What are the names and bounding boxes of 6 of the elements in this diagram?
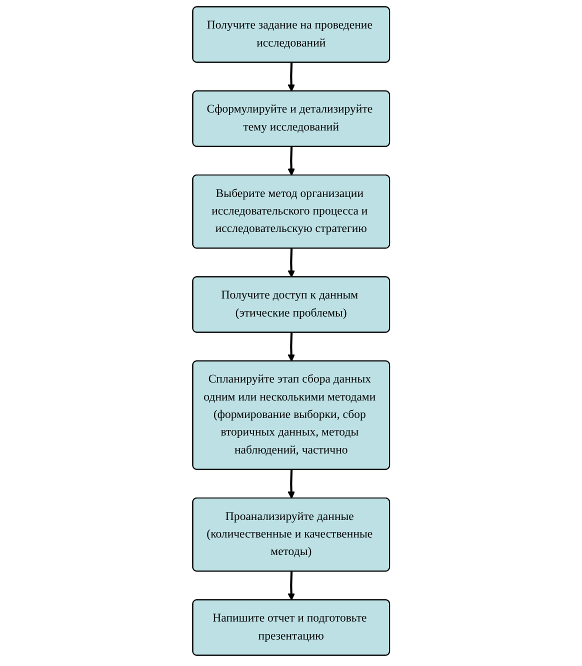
arrow <box>288 332 295 362</box>
arrow <box>288 248 295 278</box>
arrow <box>288 572 295 600</box>
arrow <box>288 470 295 499</box>
arrow <box>288 146 295 176</box>
arrow <box>288 62 295 92</box>
